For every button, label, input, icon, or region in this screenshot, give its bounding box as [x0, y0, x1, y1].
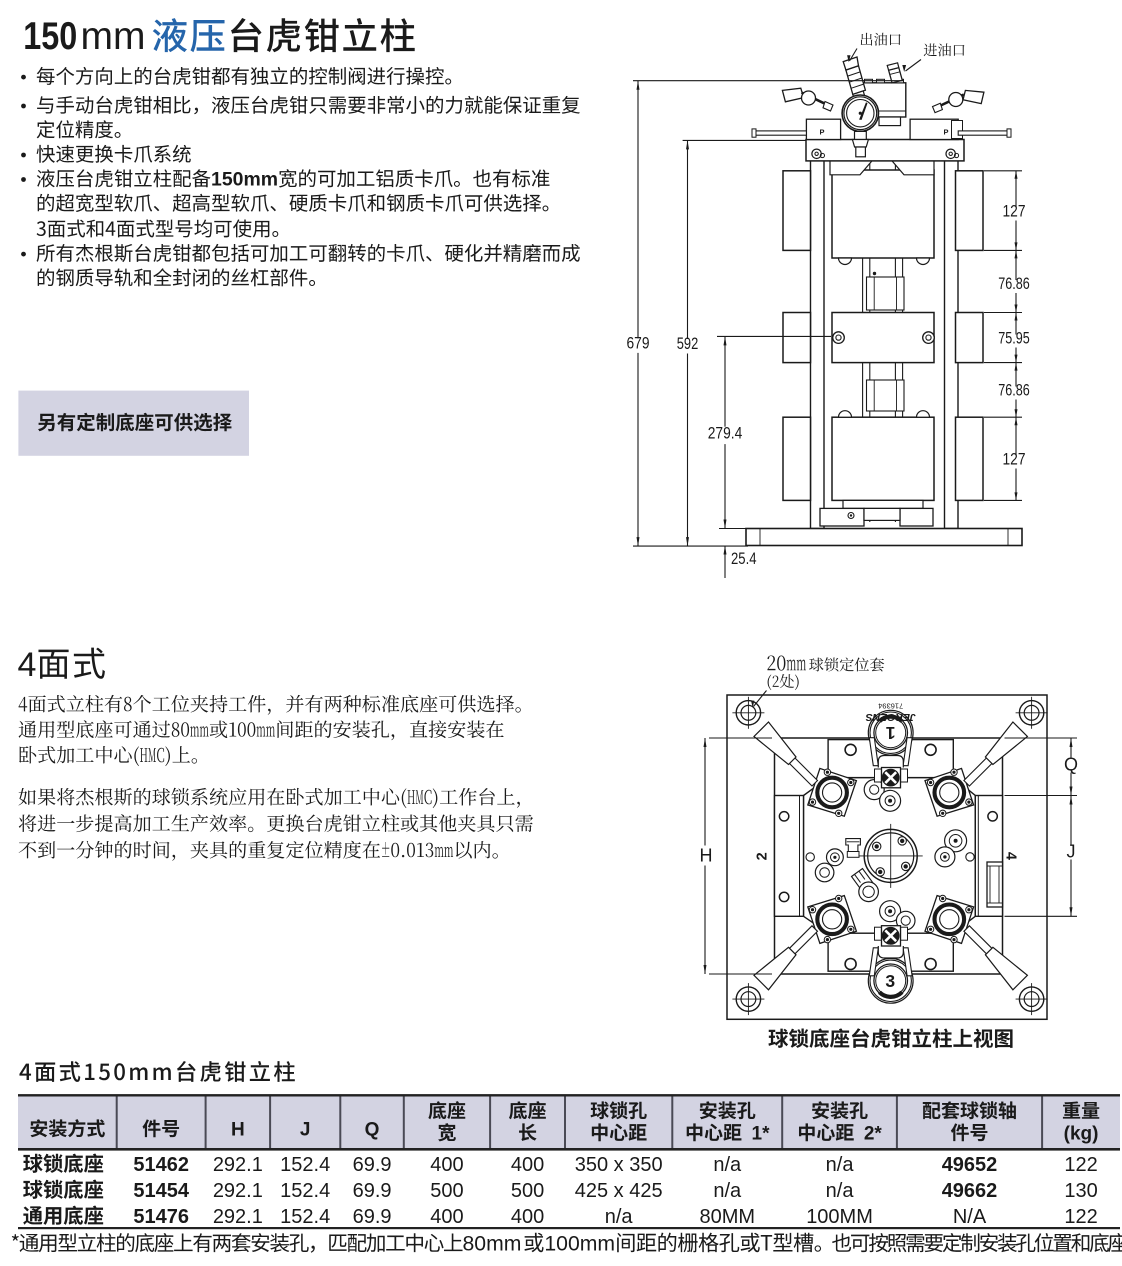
svg-text:51476: 51476 [133, 1206, 189, 1228]
svg-text:69.9: 69.9 [353, 1206, 392, 1228]
svg-text:292.1: 292.1 [213, 1154, 263, 1176]
svg-text:152.4: 152.4 [280, 1154, 330, 1176]
svg-text:49652: 49652 [942, 1154, 998, 1176]
svg-text:J: J [300, 1120, 311, 1141]
svg-text:150: 150 [23, 15, 77, 58]
svg-text:H: H [231, 1120, 245, 1141]
svg-text:292.1: 292.1 [213, 1206, 263, 1228]
svg-text:(kg): (kg) [1064, 1124, 1099, 1145]
svg-text:292.1: 292.1 [213, 1180, 263, 1202]
svg-text:n/a: n/a [605, 1206, 634, 1228]
svg-text:130: 130 [1064, 1180, 1097, 1202]
svg-text:n/a: n/a [713, 1180, 742, 1202]
svg-text:P: P [944, 128, 949, 137]
svg-text:49662: 49662 [942, 1180, 998, 1202]
svg-text:500: 500 [511, 1180, 544, 1202]
svg-text:122: 122 [1064, 1206, 1097, 1228]
svg-text:69.9: 69.9 [353, 1154, 392, 1176]
svg-text:J: J [1067, 841, 1076, 861]
svg-text:P: P [820, 128, 825, 137]
svg-text:Q: Q [1064, 755, 1078, 775]
svg-text:n/a: n/a [713, 1154, 742, 1176]
svg-text:4: 4 [18, 646, 37, 684]
svg-text:2: 2 [755, 852, 771, 860]
svg-text:3: 3 [885, 971, 895, 991]
svg-text:25.4: 25.4 [731, 549, 757, 568]
svg-text:4: 4 [1003, 852, 1019, 860]
svg-text:51462: 51462 [133, 1154, 189, 1176]
svg-text:500: 500 [430, 1180, 463, 1202]
svg-text:350 x 350: 350 x 350 [575, 1154, 663, 1176]
svg-text:1*: 1* [752, 1124, 771, 1145]
svg-text:76.86: 76.86 [998, 275, 1030, 293]
svg-text:127: 127 [1003, 203, 1026, 221]
svg-text:2*: 2* [864, 1124, 883, 1145]
svg-text:75.95: 75.95 [998, 330, 1030, 348]
svg-text:80MM: 80MM [699, 1206, 755, 1228]
svg-text:n/a: n/a [826, 1180, 855, 1202]
svg-text:679: 679 [627, 333, 650, 352]
svg-text:152.4: 152.4 [280, 1206, 330, 1228]
svg-text:N/A: N/A [953, 1206, 987, 1228]
svg-text:716394: 716394 [878, 701, 903, 710]
svg-text:n/a: n/a [826, 1154, 855, 1176]
svg-text:1: 1 [885, 723, 895, 743]
svg-text:592: 592 [677, 334, 699, 353]
svg-text:400: 400 [430, 1206, 463, 1228]
svg-text:400: 400 [511, 1154, 544, 1176]
svg-text:Q: Q [365, 1120, 380, 1141]
svg-text:69.9: 69.9 [353, 1180, 392, 1202]
svg-text:mm: mm [81, 15, 146, 58]
svg-text:80mm: 80mm [463, 1233, 522, 1256]
svg-text:122: 122 [1064, 1154, 1097, 1176]
svg-text:100MM: 100MM [806, 1206, 873, 1228]
svg-text:150mm: 150mm [211, 169, 278, 191]
svg-text:51454: 51454 [133, 1180, 189, 1202]
svg-text:JERGENS: JERGENS [866, 711, 916, 723]
svg-text:100mm: 100mm [544, 1233, 615, 1256]
svg-text:76.86: 76.86 [998, 382, 1030, 400]
svg-text:H: H [700, 845, 713, 865]
svg-text:127: 127 [1003, 451, 1026, 469]
svg-text:400: 400 [511, 1206, 544, 1228]
svg-text:425 x 425: 425 x 425 [575, 1180, 663, 1202]
svg-text:279.4: 279.4 [708, 424, 743, 443]
svg-text:400: 400 [430, 1154, 463, 1176]
svg-text:152.4: 152.4 [280, 1180, 330, 1202]
